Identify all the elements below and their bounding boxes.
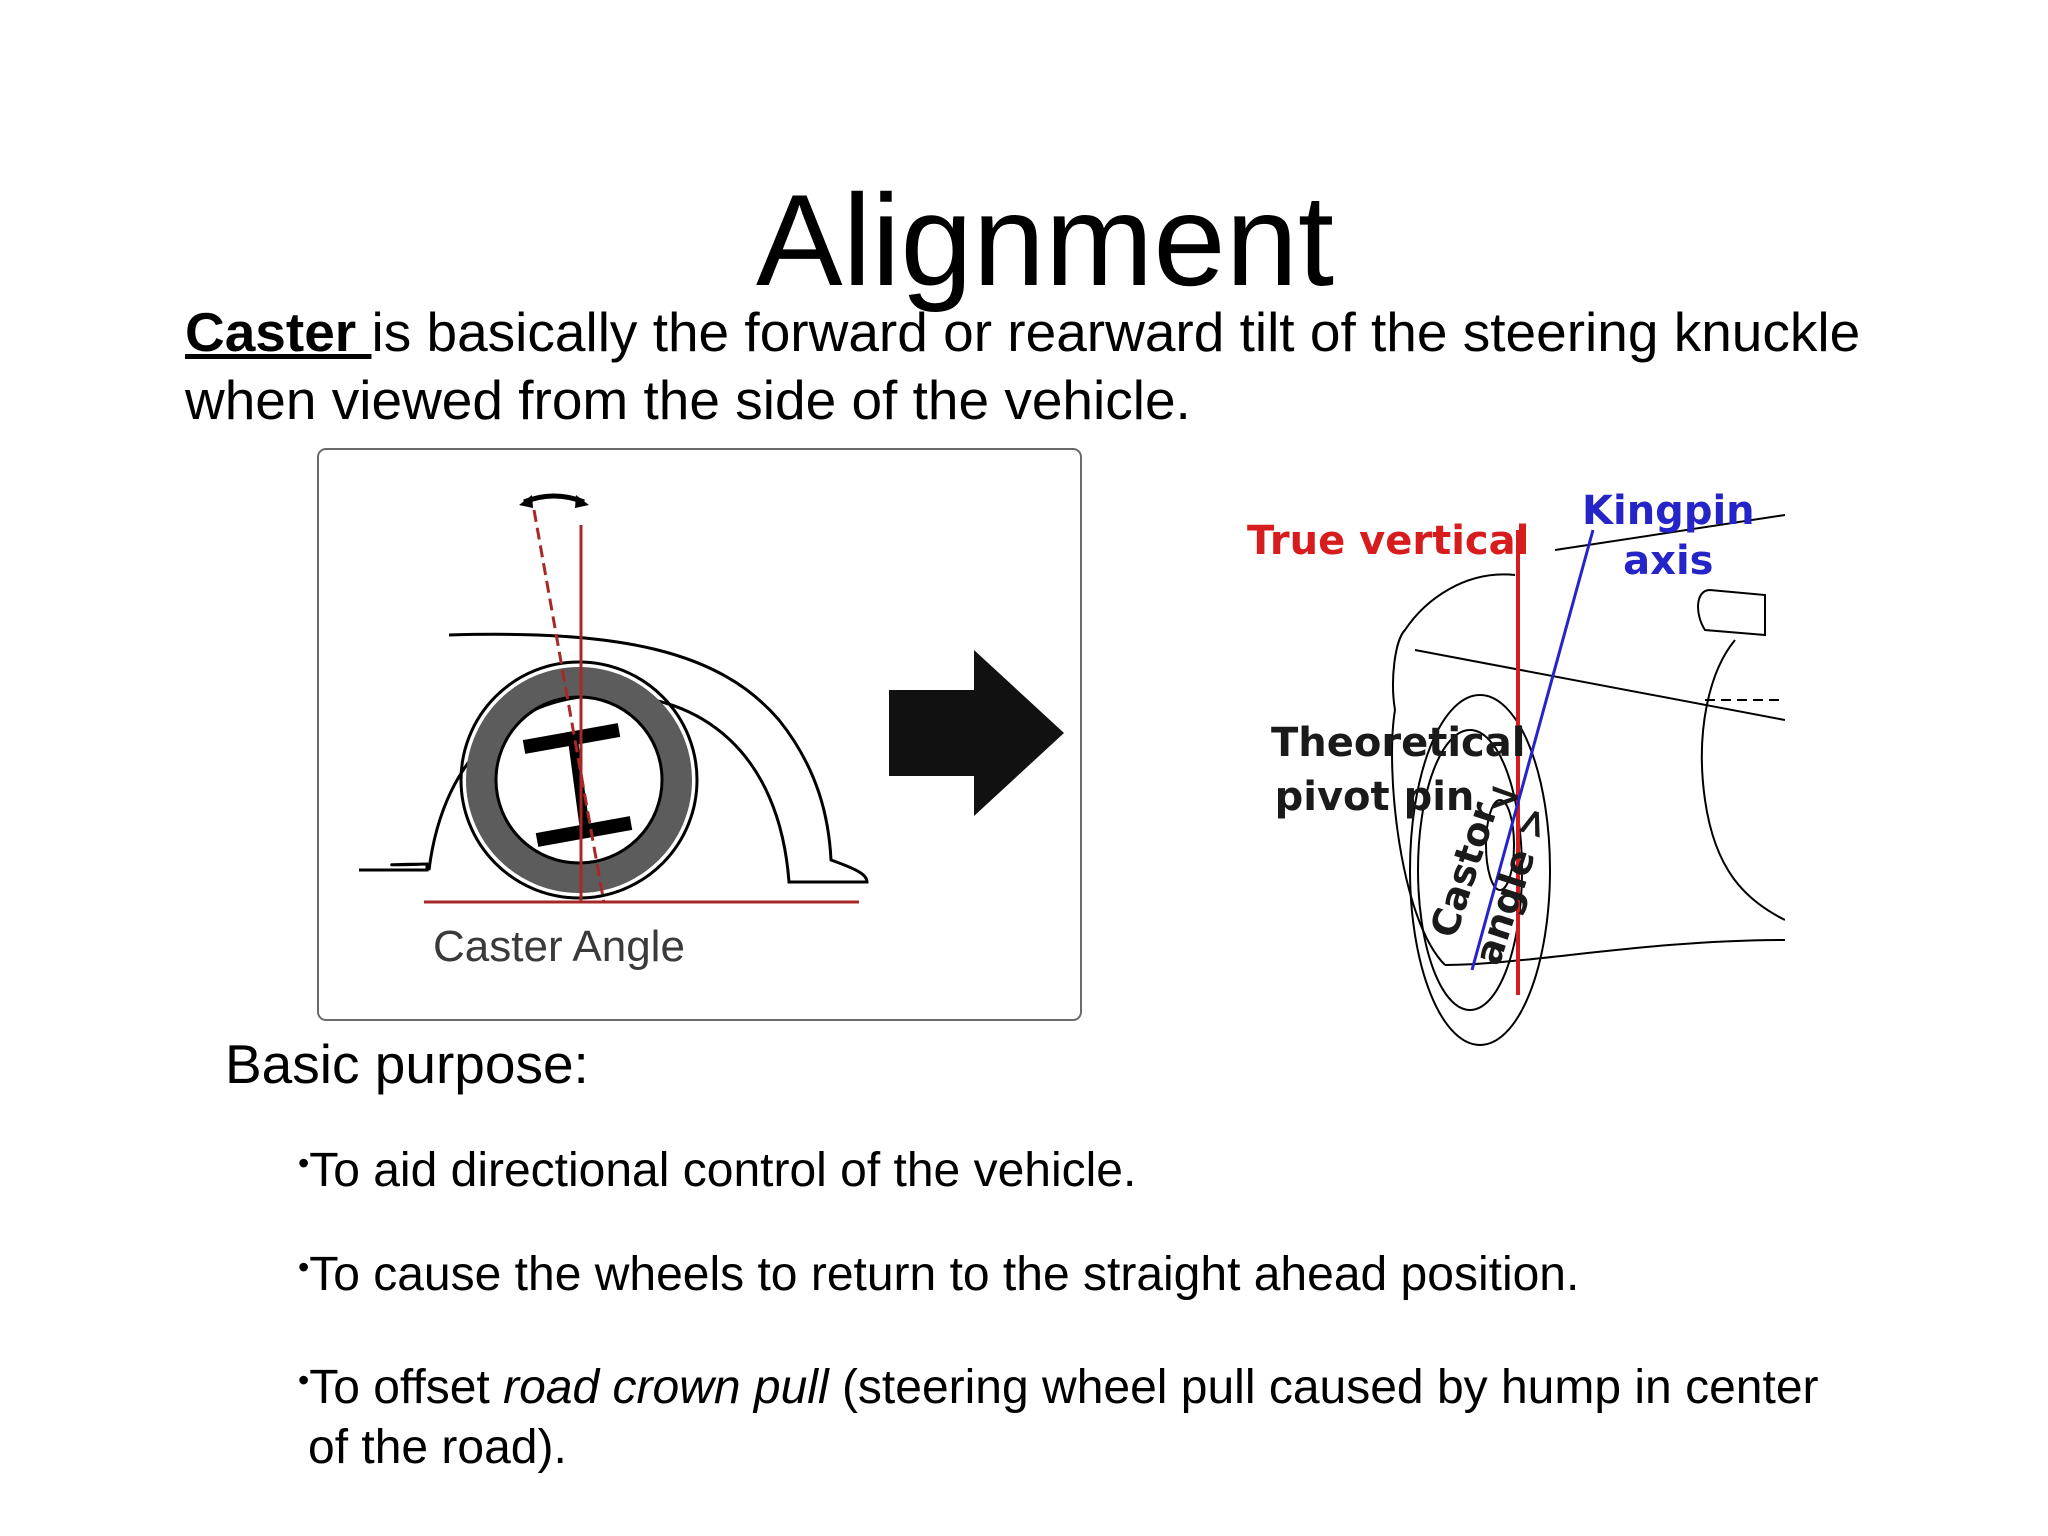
knuckle bbox=[568, 739, 590, 831]
tire-outer bbox=[459, 660, 699, 900]
theoretical-pivot-label: Theoretical pivot pin > bbox=[1271, 716, 1525, 824]
theoretical-label-line1: Theoretical bbox=[1271, 720, 1526, 766]
kingpin-axis-line bbox=[1470, 529, 1595, 971]
kingpin-dashed-line bbox=[532, 509, 606, 904]
caster-term: Caster bbox=[185, 301, 372, 363]
bullet-icon: • bbox=[298, 1145, 310, 1181]
purpose-item: •To cause the wheels to return to the st… bbox=[298, 1237, 1978, 1305]
purpose-item-continuation: of the road). bbox=[308, 1421, 567, 1474]
theoretical-label-line2: pivot pin > bbox=[1274, 774, 1522, 820]
caster-definition-text: is basically the forward or rearward til… bbox=[185, 301, 1861, 431]
kingpin-label-line1: Kingpin bbox=[1582, 488, 1755, 534]
caster-angle-diagram bbox=[359, 493, 1064, 904]
lower-arm bbox=[535, 816, 633, 847]
caster-angle-label: Caster Angle bbox=[433, 922, 685, 971]
upper-arm bbox=[522, 723, 621, 754]
wheel-outline bbox=[1409, 694, 1551, 1046]
purpose-item-text: To offset bbox=[309, 1361, 504, 1414]
forward-arrow-icon bbox=[889, 650, 1064, 816]
slide-title: Alignment bbox=[755, 167, 1335, 314]
purpose-item-text: (steering wheel pull caused by hump in c… bbox=[828, 1361, 1819, 1414]
purpose-item: •To offset road crown pull (steering whe… bbox=[298, 1350, 1978, 1478]
caster-definition: Caster is basically the forward or rearw… bbox=[185, 298, 1985, 434]
fender-outline bbox=[390, 632, 869, 884]
road-crown-pull-term: road crown pull bbox=[503, 1361, 829, 1414]
caster-angle-figure: Caster Angle bbox=[317, 448, 1082, 1021]
purpose-item: •To aid directional control of the vehic… bbox=[298, 1133, 1978, 1201]
kingpin-axis-figure: True vertical Kingpin axis Theoretical p… bbox=[1225, 470, 1785, 1120]
kingpin-axis-diagram bbox=[1391, 514, 1785, 1046]
swing-arrow-icon bbox=[523, 493, 585, 505]
bullet-icon: • bbox=[298, 1249, 310, 1285]
kingpin-axis-label: Kingpin axis bbox=[1582, 486, 1755, 586]
purpose-item-text: To cause the wheels to return to the str… bbox=[309, 1248, 1580, 1301]
purpose-item-text: To aid directional control of the vehicl… bbox=[309, 1144, 1137, 1197]
tire-tread bbox=[466, 667, 692, 893]
basic-purpose-heading: Basic purpose: bbox=[225, 1033, 589, 1095]
kingpin-label-line2: axis bbox=[1623, 538, 1714, 584]
true-vertical-label: True vertical bbox=[1247, 518, 1530, 564]
bullet-icon: • bbox=[298, 1362, 310, 1398]
